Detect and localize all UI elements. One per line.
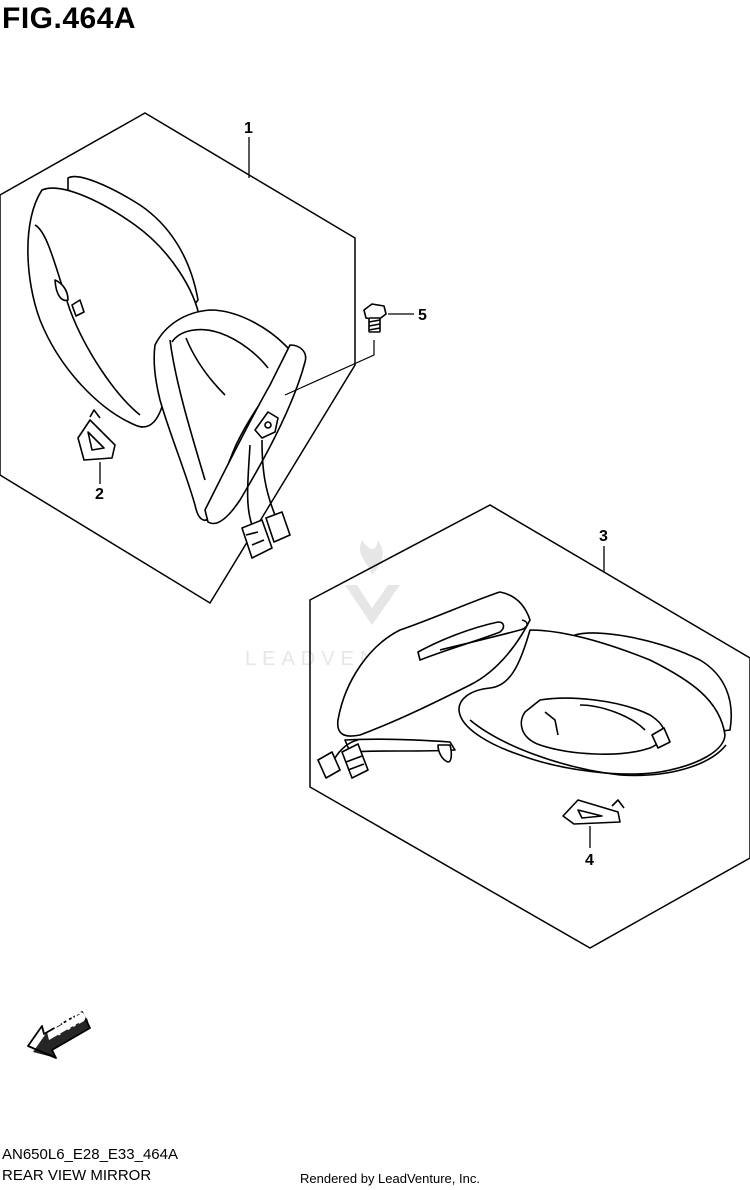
diagram-name: REAR VIEW MIRROR bbox=[2, 1167, 152, 1184]
rendered-by-credit: Rendered by LeadVenture, Inc. bbox=[300, 1171, 480, 1186]
callout-2: 2 bbox=[95, 486, 104, 503]
callout-4: 4 bbox=[585, 852, 594, 869]
callout-3: 3 bbox=[599, 528, 608, 545]
clip-part-2[interactable] bbox=[77, 409, 116, 461]
fwd-arrow-icon: FWD bbox=[27, 1008, 91, 1059]
callout-1: 1 bbox=[244, 120, 253, 137]
left-mirror-part-1[interactable] bbox=[27, 175, 307, 559]
callout-5: 5 bbox=[418, 307, 427, 324]
bolt-pointer-line bbox=[284, 340, 375, 396]
right-mirror-part-3[interactable] bbox=[317, 591, 732, 779]
figure-title: FIG.464A bbox=[2, 2, 137, 35]
group-box-1 bbox=[0, 112, 356, 605]
group-box-3[interactable] bbox=[309, 504, 750, 949]
clip-part-4[interactable] bbox=[562, 799, 625, 825]
diagram-code: AN650L6_E28_E33_464A bbox=[2, 1146, 178, 1163]
bolt-part-5[interactable] bbox=[363, 303, 387, 333]
